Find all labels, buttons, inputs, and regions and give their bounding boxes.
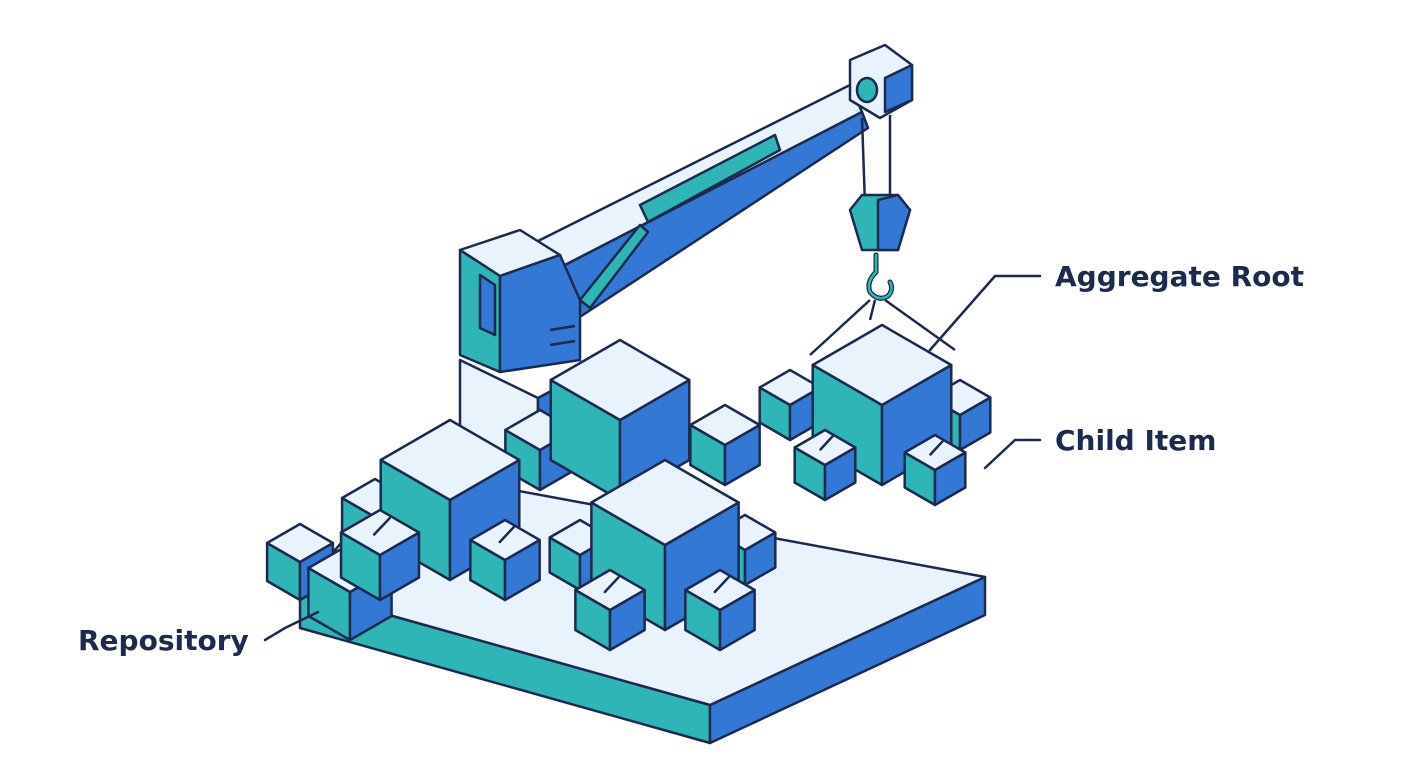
cab-vent [549, 339, 576, 347]
stored-cubes [265, 338, 777, 652]
pulley-side [883, 63, 914, 114]
repository-leader [263, 610, 320, 642]
boom-stripe [638, 133, 782, 224]
top-face [469, 518, 541, 562]
top-face [689, 403, 761, 447]
pulley-wheel [855, 76, 879, 104]
child-item-label: Child Item [1055, 424, 1216, 457]
lifted-aggregate [758, 298, 992, 507]
top-face [684, 568, 756, 612]
top-face [574, 568, 646, 612]
cube-tick [819, 435, 834, 451]
top-face [549, 338, 691, 422]
cab-window [478, 273, 497, 337]
top-face [339, 508, 421, 557]
cube-tick [929, 440, 944, 456]
cube-icon [339, 508, 421, 602]
hook-icon [848, 193, 912, 301]
cab-side [498, 253, 582, 374]
top-face [265, 522, 335, 564]
child-cube [793, 428, 857, 502]
aggregate-root-label: Aggregate Root [1055, 260, 1304, 293]
child-item-leader [983, 438, 1042, 470]
crane-icon [458, 43, 914, 472]
top-face [590, 458, 740, 547]
cube-tick [372, 516, 391, 536]
child-cube [758, 368, 822, 442]
repository-label: Repository [78, 624, 249, 657]
hook-block-side [876, 193, 912, 252]
sling-rope [809, 299, 871, 356]
cube-icon [574, 568, 646, 652]
cable [860, 117, 867, 206]
cube-tick [603, 575, 620, 594]
hydraulic-arm [578, 223, 650, 310]
top-face [793, 428, 857, 467]
leader-lines [263, 274, 1042, 642]
top-face [903, 433, 967, 472]
sling-rope [868, 299, 877, 321]
child-cube [903, 433, 967, 507]
aggregate-root-leader [928, 274, 1042, 352]
top-face [379, 418, 521, 502]
cube-tick [498, 525, 515, 544]
cube-icon [590, 458, 740, 632]
top-face [811, 323, 953, 407]
cube-icon [469, 518, 541, 602]
hook-shape-fill [867, 253, 893, 300]
cube-icon [684, 568, 756, 652]
sling-rope [884, 298, 956, 352]
cube-tick [713, 575, 730, 594]
cab-vent [549, 324, 576, 332]
cube-icon [689, 403, 761, 487]
